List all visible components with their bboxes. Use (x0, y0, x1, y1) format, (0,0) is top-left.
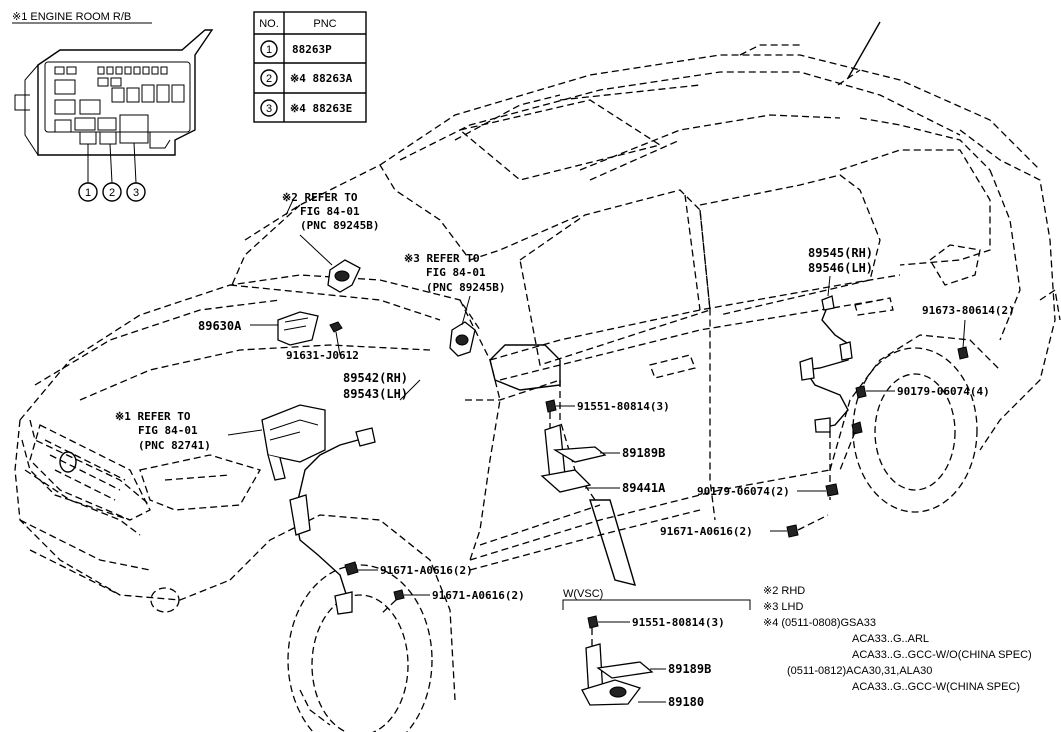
footnotes: ※2 RHD ※3 LHD ※4 (0511-0808)GSA33 ACA33.… (763, 585, 1032, 693)
label-89546-lh: 89546(LH) (808, 261, 873, 275)
engine-room-title: ※1 ENGINE ROOM R/B (12, 11, 131, 23)
label-89542-rh: 89542(RH) (343, 371, 408, 385)
note-3: ※4 (0511-0808)GSA33 (763, 617, 876, 629)
pnc-table: NO. PNC 1 2 3 88263P ※4 88263A ※4 88263E (253, 11, 367, 123)
note-4: ACA33..G..ARL (852, 633, 929, 645)
marker-1 (78, 182, 98, 202)
pnc-table-header-pnc: PNC (313, 18, 336, 30)
ref3-line1: ※3 REFER TO (404, 252, 480, 265)
label-91631-j0612: 91631-J0612 (286, 349, 359, 362)
label-89441a: 89441A (622, 481, 666, 495)
rocker-bolt (770, 514, 829, 538)
vsc-label-89189b: 89189B (668, 662, 711, 676)
note-6: (0511-0812)ACA30,31,ALA30 (787, 665, 932, 677)
label-89545-rh: 89545(RH) (808, 246, 873, 260)
vehicle-outline (14, 21, 1061, 732)
note-5: ACA33..G..GCC-W/O(CHINA SPEC) (852, 649, 1032, 661)
note-1: ※2 RHD (763, 585, 805, 597)
front-speed-sensor-harness (289, 379, 430, 616)
ref2-sensor (299, 234, 361, 293)
label-91673-80614: 91673-80614(2) (922, 304, 1015, 317)
vsc-inset: W(VSC) (562, 588, 751, 706)
pnc-row-1-no: 1 (266, 44, 272, 56)
marker-3 (126, 182, 146, 202)
pnc-row-2-no: 2 (266, 73, 272, 85)
ref3-sensor (449, 295, 476, 357)
marker-1-label: 1 (85, 187, 91, 199)
ref2-line2: FIG 84-01 (300, 205, 360, 218)
label-90179-06074-2: 90179-06074(2) (697, 485, 790, 498)
ref1-line1: ※1 REFER TO (115, 410, 191, 423)
engine-room-relay-block-inset: ※1 ENGINE ROOM R/B (12, 11, 214, 202)
label-91551-80814: 91551-80814(3) (577, 400, 670, 413)
vsc-label-89180: 89180 (668, 695, 704, 709)
vsc-title: W(VSC) (563, 588, 603, 600)
ecu-89630a (250, 311, 343, 356)
marker-2 (102, 182, 122, 202)
yaw-rate-sensor-assembly (540, 399, 620, 493)
label-89189b: 89189B (622, 446, 665, 460)
rear-speed-sensor-harness (797, 275, 969, 497)
pnc-row-3-no: 3 (266, 103, 272, 115)
vsc-label-91551-80814: 91551-80814(3) (632, 616, 725, 629)
label-89543-lh: 89543(LH) (343, 387, 408, 401)
note-7: ACA33..G..GCC-W(CHINA SPEC) (852, 681, 1020, 693)
ref3-line2: FIG 84-01 (426, 266, 486, 279)
ref3-line3: (PNC 89245B) (426, 281, 505, 294)
marker-3-label: 3 (133, 187, 139, 199)
pnc-row-2-pnc: ※4 88263A (290, 72, 353, 85)
pnc-row-3-pnc: ※4 88263E (290, 102, 352, 115)
label-91671-a0616-front2: 91671-A0616(2) (432, 589, 525, 602)
label-91671-a0616-rocker: 91671-A0616(2) (660, 525, 753, 538)
label-89630a: 89630A (198, 319, 242, 333)
relay-block-housing (37, 29, 214, 156)
ref1-line3: (PNC 82741) (138, 439, 211, 452)
marker-2-label: 2 (109, 187, 115, 199)
pnc-table-header-no: NO. (259, 18, 279, 30)
label-90179-06074-4: 90179-06074(4) (897, 385, 990, 398)
ref2-line3: (PNC 89245B) (300, 219, 379, 232)
ref1-actuator (227, 404, 326, 481)
ref1-line2: FIG 84-01 (138, 424, 198, 437)
ref2-line1: ※2 REFER TO (282, 191, 358, 204)
pnc-row-1-pnc: 88263P (292, 43, 332, 56)
label-91671-a0616-front1: 91671-A0616(2) (380, 564, 473, 577)
note-2: ※3 LHD (763, 601, 803, 613)
